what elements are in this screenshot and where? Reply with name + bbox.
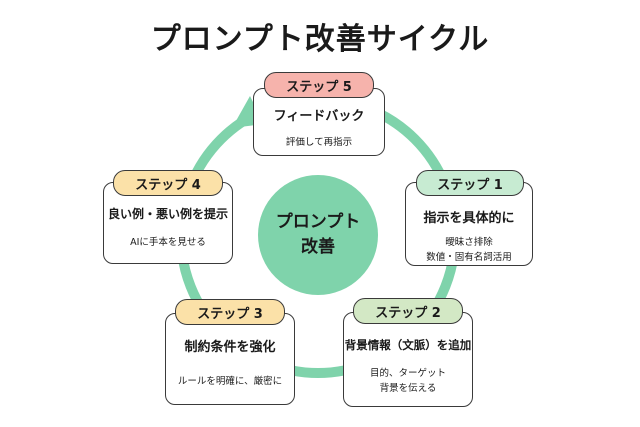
step2-card: 背景情報（文脈）を追加 目的、ターゲット 背景を伝える xyxy=(343,312,473,407)
step4-desc: AIに手本を見せる xyxy=(130,236,206,251)
step5-desc-line: 評価して再指示 xyxy=(285,137,353,148)
step3-card: 制約条件を強化 ルールを明確に、厳密に xyxy=(165,313,295,405)
step2-desc-line: 背景を伝える xyxy=(379,382,437,394)
step5-label: ステップ 5 xyxy=(264,72,374,98)
step3-desc-line: ルールを明確に、厳密に xyxy=(177,376,283,387)
step5-heading: フィードバック xyxy=(273,109,365,124)
step5-desc: 評価して再指示 xyxy=(286,136,352,151)
step3-desc: ルールを明確に、厳密に xyxy=(178,375,282,390)
step4-desc-line: AIに手本を見せる xyxy=(130,237,206,248)
step1-desc: 曖昧さ排除 数値・固有名詞活用 xyxy=(426,236,512,265)
step1-desc-line: 数値・固有名詞活用 xyxy=(426,251,512,263)
center-circle: プロンプト 改善 xyxy=(258,175,378,295)
step2-label: ステップ 2 xyxy=(353,298,463,324)
step1-label: ステップ 1 xyxy=(416,170,524,196)
center-label-line1: プロンプト xyxy=(275,212,361,233)
step3-heading: 制約条件を強化 xyxy=(184,340,276,355)
center-label-line2: 改善 xyxy=(301,237,335,257)
step1-desc-line: 曖昧さ排除 xyxy=(445,237,493,248)
step3-label: ステップ 3 xyxy=(175,299,285,325)
step2-desc: 目的、ターゲット 背景を伝える xyxy=(370,367,446,396)
step2-heading: 背景情報（文脈）を追加 xyxy=(344,338,472,352)
step1-card: 指示を具体的に 曖昧さ排除 数値・固有名詞活用 xyxy=(405,182,533,266)
step4-heading: 良い例・悪い例を提示 xyxy=(107,207,228,221)
step5-card: フィードバック 評価して再指示 xyxy=(253,88,385,156)
step2-desc-line: 目的、ターゲット xyxy=(369,368,446,379)
diagram-title: プロンプト改善サイクル xyxy=(150,22,490,57)
step1-heading: 指示を具体的に xyxy=(423,211,515,226)
step4-label: ステップ 4 xyxy=(113,170,223,196)
